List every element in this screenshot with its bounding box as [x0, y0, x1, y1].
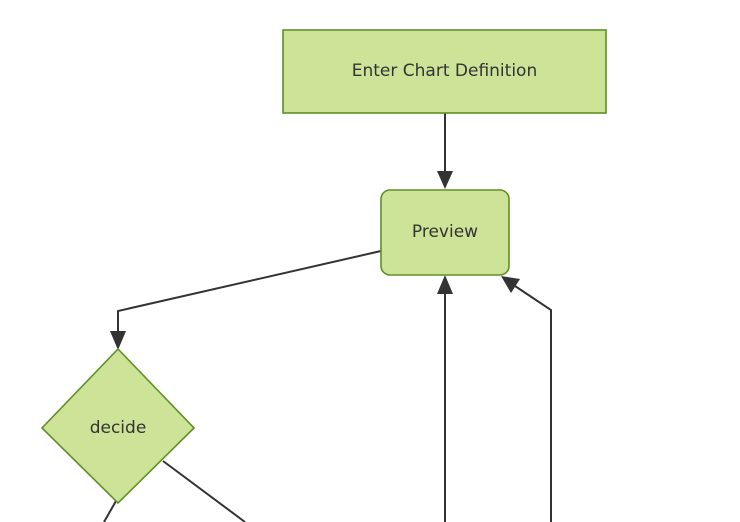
edge-line [117, 250, 382, 337]
edge-enter-chart-definition-to-preview [437, 113, 453, 189]
arrow-head-icon [501, 276, 520, 293]
edge-preview-to-decide [110, 250, 382, 350]
arrow-head-icon [437, 171, 453, 189]
arrow-head-icon [110, 331, 126, 350]
arrow-head-icon [437, 275, 453, 294]
node-preview[interactable] [380, 189, 510, 276]
edge-line [103, 500, 117, 522]
edge-decide-to-offscreen-a [103, 500, 117, 522]
node-decide[interactable] [40, 347, 196, 505]
edge-decide-to-offscreen-b [162, 460, 246, 522]
edge-line [511, 283, 552, 522]
edge-offscreen-left-to-preview [437, 275, 453, 522]
node-enter-chart-definition[interactable] [282, 29, 607, 114]
edge-offscreen-right-to-preview [501, 276, 552, 522]
edge-line [162, 460, 246, 522]
